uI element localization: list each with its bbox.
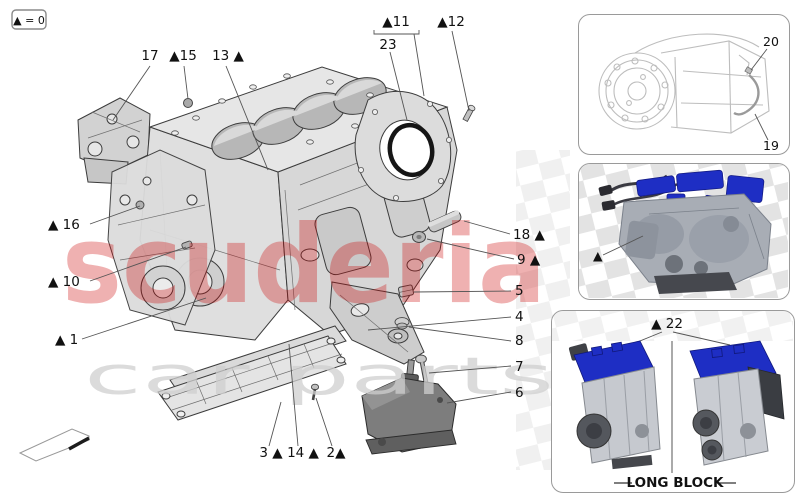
engine-mount-drawing [361, 359, 457, 455]
clip-screw-drawing [744, 66, 754, 75]
callout-engine-marker[interactable]: ▲ [593, 235, 644, 263]
svg-text:23[interactable]: 23 [379, 37, 396, 53]
legend-box: ▲ = 0 [11, 9, 47, 30]
callout-22[interactable]: ▲ 22 [629, 316, 731, 346]
callout-11[interactable]: ▲11 [373, 14, 425, 97]
svg-text:7[interactable]: 7 [515, 359, 524, 375]
svg-text:▲ 16[interactable]: ▲ 16 [48, 217, 80, 233]
rear-plate-drawing [354, 91, 452, 202]
nut-5-drawing [397, 284, 415, 298]
svg-text:20[interactable]: 20 [763, 34, 779, 49]
callout-16[interactable]: ▲ 16 [48, 205, 141, 233]
callout-4[interactable]: 4 [367, 309, 524, 331]
svg-text:13 ▲[interactable]: 13 ▲ [212, 48, 244, 64]
callout-7[interactable]: 7 [428, 359, 524, 375]
callout-12[interactable]: ▲12 [437, 14, 470, 112]
watermark: scuderia car parts [62, 203, 554, 407]
svg-text:▲ 10[interactable]: ▲ 10 [48, 274, 80, 290]
dowel-pin-18-drawing [427, 210, 462, 233]
svg-text:4[interactable]: 4 [515, 309, 524, 325]
svg-text:9 ▲[interactable]: 9 ▲ [517, 252, 541, 268]
long-block-label: LONG BLOCK [627, 475, 724, 491]
callout-2[interactable]: 2▲ [315, 397, 347, 461]
complete-engine-panel: ▲ [578, 163, 790, 300]
crankshaft-seal-drawing [387, 122, 435, 178]
callout-23[interactable]: 23 [379, 37, 408, 121]
svg-text:▲11[interactable]: ▲11 [382, 14, 410, 30]
svg-text:▲ 22[interactable]: ▲ 22 [651, 316, 683, 332]
svg-text:▲ 1[interactable]: ▲ 1 [55, 332, 78, 348]
svg-text:5[interactable]: 5 [515, 283, 524, 299]
callout-13[interactable]: 13 ▲ [212, 48, 269, 171]
stud-10-drawing [181, 240, 193, 250]
callout-17[interactable]: 17 [112, 48, 159, 121]
svg-text:▲15[interactable]: ▲15 [169, 48, 197, 64]
callout-9[interactable]: 9 ▲ [426, 238, 541, 268]
callout-1[interactable]: ▲ 1 [55, 297, 207, 348]
callout-5[interactable]: 5 [413, 283, 524, 299]
watermark-primary: scuderia [62, 203, 546, 328]
bolt-12-drawing [462, 104, 476, 123]
svg-text:17[interactable]: 17 [141, 48, 158, 64]
svg-text:▲[interactable]: ▲ [593, 248, 603, 263]
svg-text:14 ▲[interactable]: 14 ▲ [287, 445, 319, 461]
callout-14[interactable]: 14 ▲ [287, 343, 320, 461]
svg-text:18 ▲[interactable]: 18 ▲ [513, 227, 545, 243]
gearbox-panel: 20 19 [578, 14, 790, 155]
callout-18[interactable]: 18 ▲ [463, 220, 545, 243]
engine-body-render [618, 193, 772, 294]
long-block-right-view [689, 340, 785, 466]
long-block-render: ▲ 22 [552, 311, 793, 491]
svg-text:▲12[interactable]: ▲12 [437, 14, 465, 30]
plug-15-drawing [183, 98, 193, 108]
callout-6[interactable]: 6 [446, 385, 524, 404]
svg-text:19[interactable]: 19 [763, 138, 779, 153]
long-block-panel: ▲ 22 [551, 310, 795, 493]
callout-8[interactable]: 8 [408, 326, 524, 349]
callout-15[interactable]: ▲15 [169, 48, 197, 100]
callout-10[interactable]: ▲ 10 [48, 246, 187, 290]
callouts-layer: 17 ▲15 13 ▲ ▲11 23 ▲12 [48, 14, 545, 461]
callout-20[interactable]: 20 [750, 34, 779, 71]
svg-text:6[interactable]: 6 [515, 385, 524, 401]
baffle-plate-drawing [157, 325, 347, 421]
main-exploded-diagram: ▲ = 0 [11, 9, 570, 470]
flat-plate-outline [18, 428, 90, 462]
watermark-secondary: car parts [84, 347, 554, 407]
callout-19[interactable]: 19 [754, 113, 779, 153]
svg-text:3 ▲[interactable]: 3 ▲ [259, 445, 283, 461]
gearbox-drawing: 20 19 [598, 33, 779, 153]
bushing-9-drawing [412, 231, 426, 243]
bolt-2-drawing [310, 383, 320, 401]
legend-label: ▲ = 0 [13, 14, 45, 27]
support-bracket-drawing [329, 281, 425, 365]
long-block-caption: LONG BLOCK [614, 475, 736, 491]
svg-text:2▲[interactable]: 2▲ [327, 445, 347, 461]
breather-hose-drawing [745, 74, 760, 114]
svg-text:8[interactable]: 8 [515, 333, 524, 349]
long-block-left-view [568, 340, 661, 470]
callout-3[interactable]: 3 ▲ [259, 401, 283, 461]
complete-engine-render: ▲ [579, 164, 788, 298]
